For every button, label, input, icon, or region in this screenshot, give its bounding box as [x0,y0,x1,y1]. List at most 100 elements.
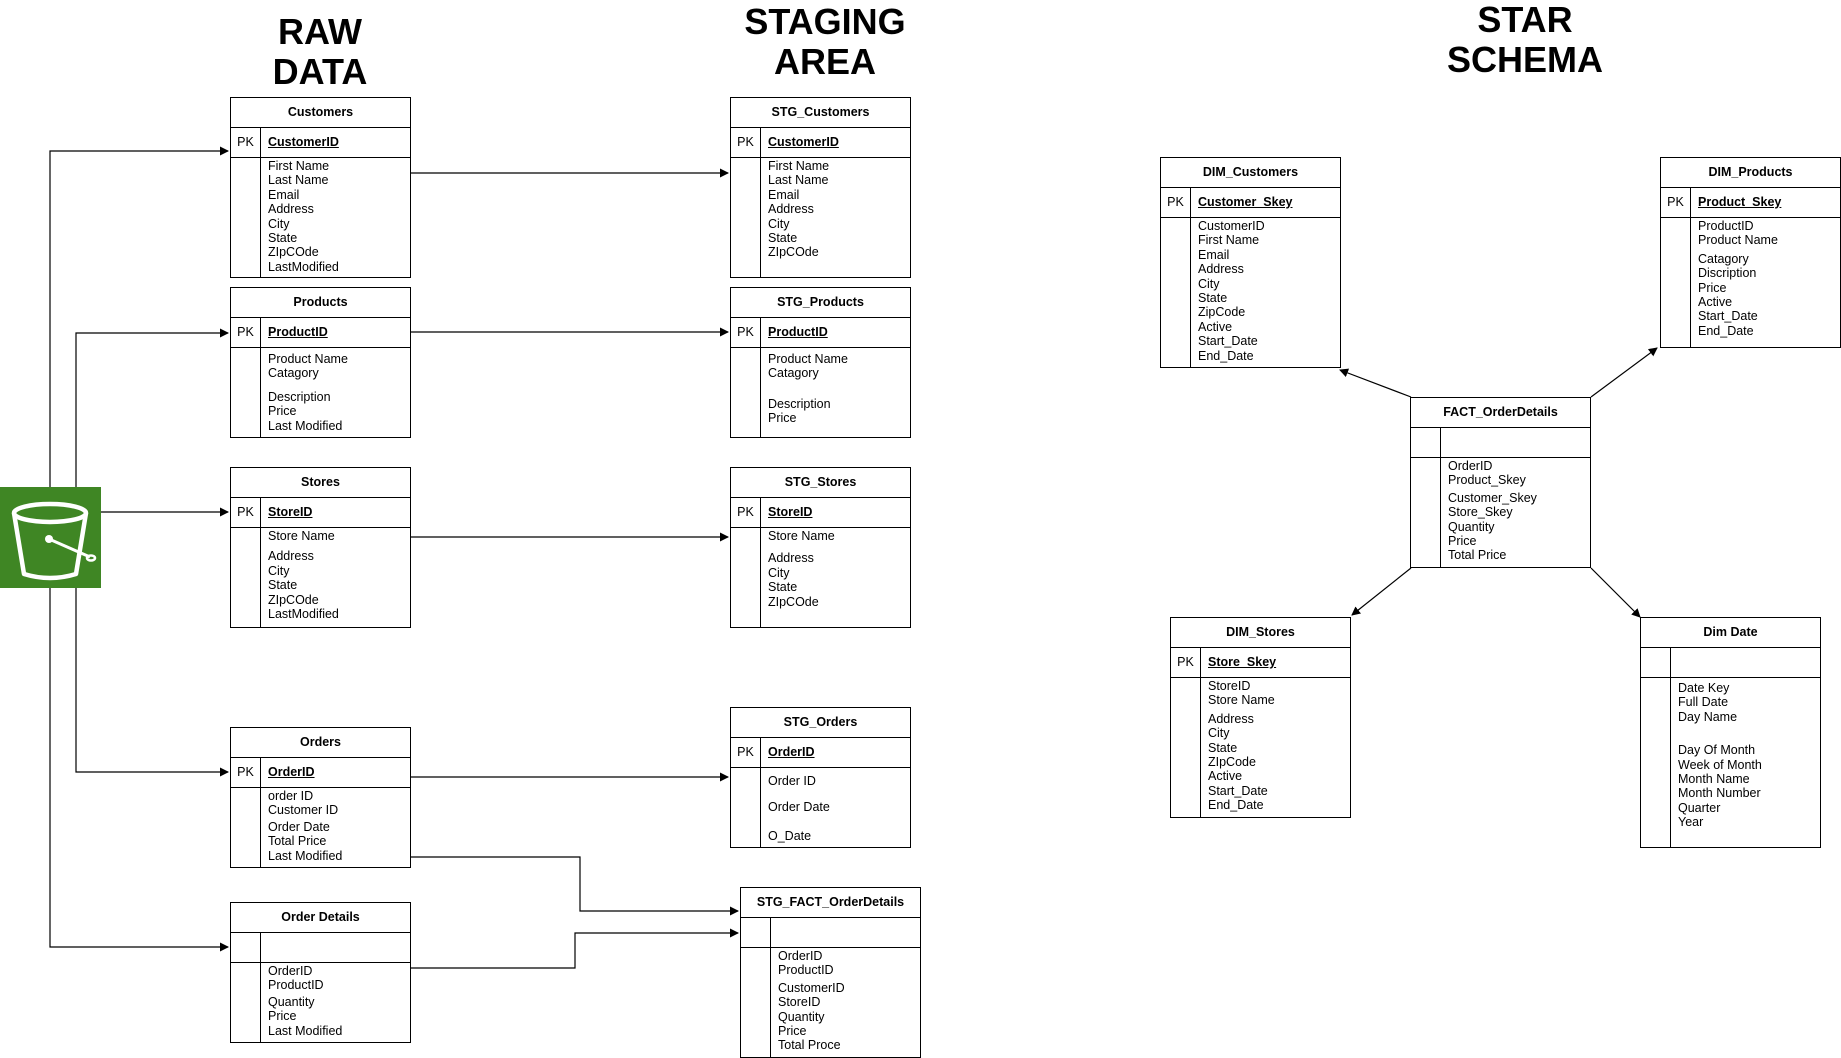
table-customers[interactable]: Customers PK CustomerID First Name Last … [230,97,411,278]
pk-label: PK [231,758,261,787]
attributes: StoreID Store Name Address City State ZI… [1171,676,1350,817]
field: City [768,216,790,231]
field: LastModified [268,607,339,622]
field: State [768,231,798,246]
table-stores[interactable]: Stores PK StoreID Store Name Address Cit… [230,467,411,628]
attributes: Product Name Catagory Description Price … [231,346,410,437]
field: Week of Month [1678,757,1762,772]
pk-label [231,933,261,962]
field: ZIpCOde [268,245,319,260]
table-stg-products[interactable]: STG_Products PK ProductID Product Name C… [730,287,911,438]
connector-orders-stgfact [410,856,739,916]
table-name: STG_FACT_OrderDetails [741,888,920,918]
bucket-icon[interactable] [0,487,101,588]
attributes: Date Key Full Date Day Name Day Of Month… [1641,676,1820,847]
gutter [1661,216,1691,347]
table-name: Customers [231,98,410,128]
pk-row [1641,648,1820,678]
field: Month Name [1678,772,1750,787]
field: Catagory [268,366,319,381]
table-products[interactable]: Products PK ProductID Product Name Catag… [230,287,411,438]
connector-fact-dimcustomers [1339,368,1412,398]
pk-row [231,933,410,963]
title-star-schema: STAR SCHEMA [1420,0,1630,80]
pk-label: PK [1171,648,1201,677]
primary-key: Product_Skey [1698,195,1782,209]
field: Address [1198,262,1244,277]
table-order-details[interactable]: Order Details OrderID ProductID Quantity… [230,902,411,1043]
attributes: order ID Customer ID Order Date Total Pr… [231,786,410,867]
table-fact-orderdetails[interactable]: FACT_OrderDetails OrderID Product_Skey C… [1410,397,1591,568]
field: LastModified [268,259,339,274]
title-star-line1: STAR [1477,0,1573,40]
table-stg-customers[interactable]: STG_Customers PK CustomerID First Name L… [730,97,911,278]
table-orders[interactable]: Orders PK OrderID order ID Customer ID O… [230,727,411,868]
field: State [1198,291,1228,306]
table-stg-orders[interactable]: STG_Orders PK OrderID Order ID Order Dat… [730,707,911,848]
field: ZipCode [1198,305,1246,320]
gutter [231,156,261,277]
table-name: Dim Date [1641,618,1820,648]
field: ProductID [778,963,834,978]
field: ProductID [268,978,324,993]
field: OrderID [268,964,313,978]
pk-row: PK ProductID [731,318,910,348]
field: State [1208,740,1238,755]
primary-key [1671,648,1678,677]
field: ZIpCOde [768,245,819,260]
gutter [1411,456,1441,567]
title-staging-line2: AREA [773,41,876,82]
field: Last Modified [268,848,343,863]
pk-row: PK CustomerID [731,128,910,158]
field: Address [768,551,814,566]
title-raw-line2: DATA [272,51,368,92]
field: Catagory [768,366,819,381]
field: Start_Date [1698,309,1758,324]
field: Order Date [268,819,330,834]
table-dim-date[interactable]: Dim Date Date Key Full Date Day Name Day… [1640,617,1821,848]
gutter [231,786,261,867]
pk-row: PK CustomerID [231,128,410,158]
field: First Name [268,159,330,173]
table-stg-stores[interactable]: STG_Stores PK StoreID Store Name Address… [730,467,911,628]
table-stg-fact-orderdetails[interactable]: STG_FACT_OrderDetails OrderID ProductID … [740,887,921,1058]
field: Email [768,187,800,202]
field: Email [268,187,300,202]
field: OrderID [1448,459,1493,473]
gutter [731,346,761,437]
field: Day Of Month [1678,743,1756,758]
field: Price [778,1024,807,1039]
pk-row: PK StoreID [731,498,910,528]
field: Address [1208,711,1254,726]
pk-row: PK OrderID [231,758,410,788]
field: Product Name [768,352,848,366]
field: Quantity [778,1009,825,1024]
field: Active [1208,769,1243,784]
pk-label: PK [1661,188,1691,217]
field: State [268,578,298,593]
table-dim-customers[interactable]: DIM_Customers PK Customer_Skey CustomerI… [1160,157,1341,368]
title-staging-area: STAGING AREA [720,2,930,82]
field: Active [1198,319,1233,334]
attributes: Store Name Address City State ZIpCOde La… [231,526,410,627]
title-raw-data: RAW DATA [230,12,410,92]
table-dim-stores[interactable]: DIM_Stores PK Store_Skey StoreID Store N… [1170,617,1351,818]
primary-key [1441,428,1448,457]
field: First Name [1198,233,1260,248]
primary-key: ProductID [768,325,828,339]
table-dim-products[interactable]: DIM_Products PK Product_Skey ProductID P… [1660,157,1841,348]
field: Total Price [268,834,327,849]
field: Price [268,1009,297,1024]
pk-label [1411,428,1441,457]
field: City [1198,276,1220,291]
attributes: Product Name Catagory Description Price [731,346,910,437]
field: Address [268,202,314,217]
pk-row: PK Product_Skey [1661,188,1840,218]
field: City [768,565,790,580]
field: Store Name [1208,693,1275,708]
field: Day Name [1678,709,1738,724]
field: Start_Date [1198,334,1258,349]
field: OrderID [778,949,823,963]
field: First Name [768,159,830,173]
pk-label: PK [1161,188,1191,217]
